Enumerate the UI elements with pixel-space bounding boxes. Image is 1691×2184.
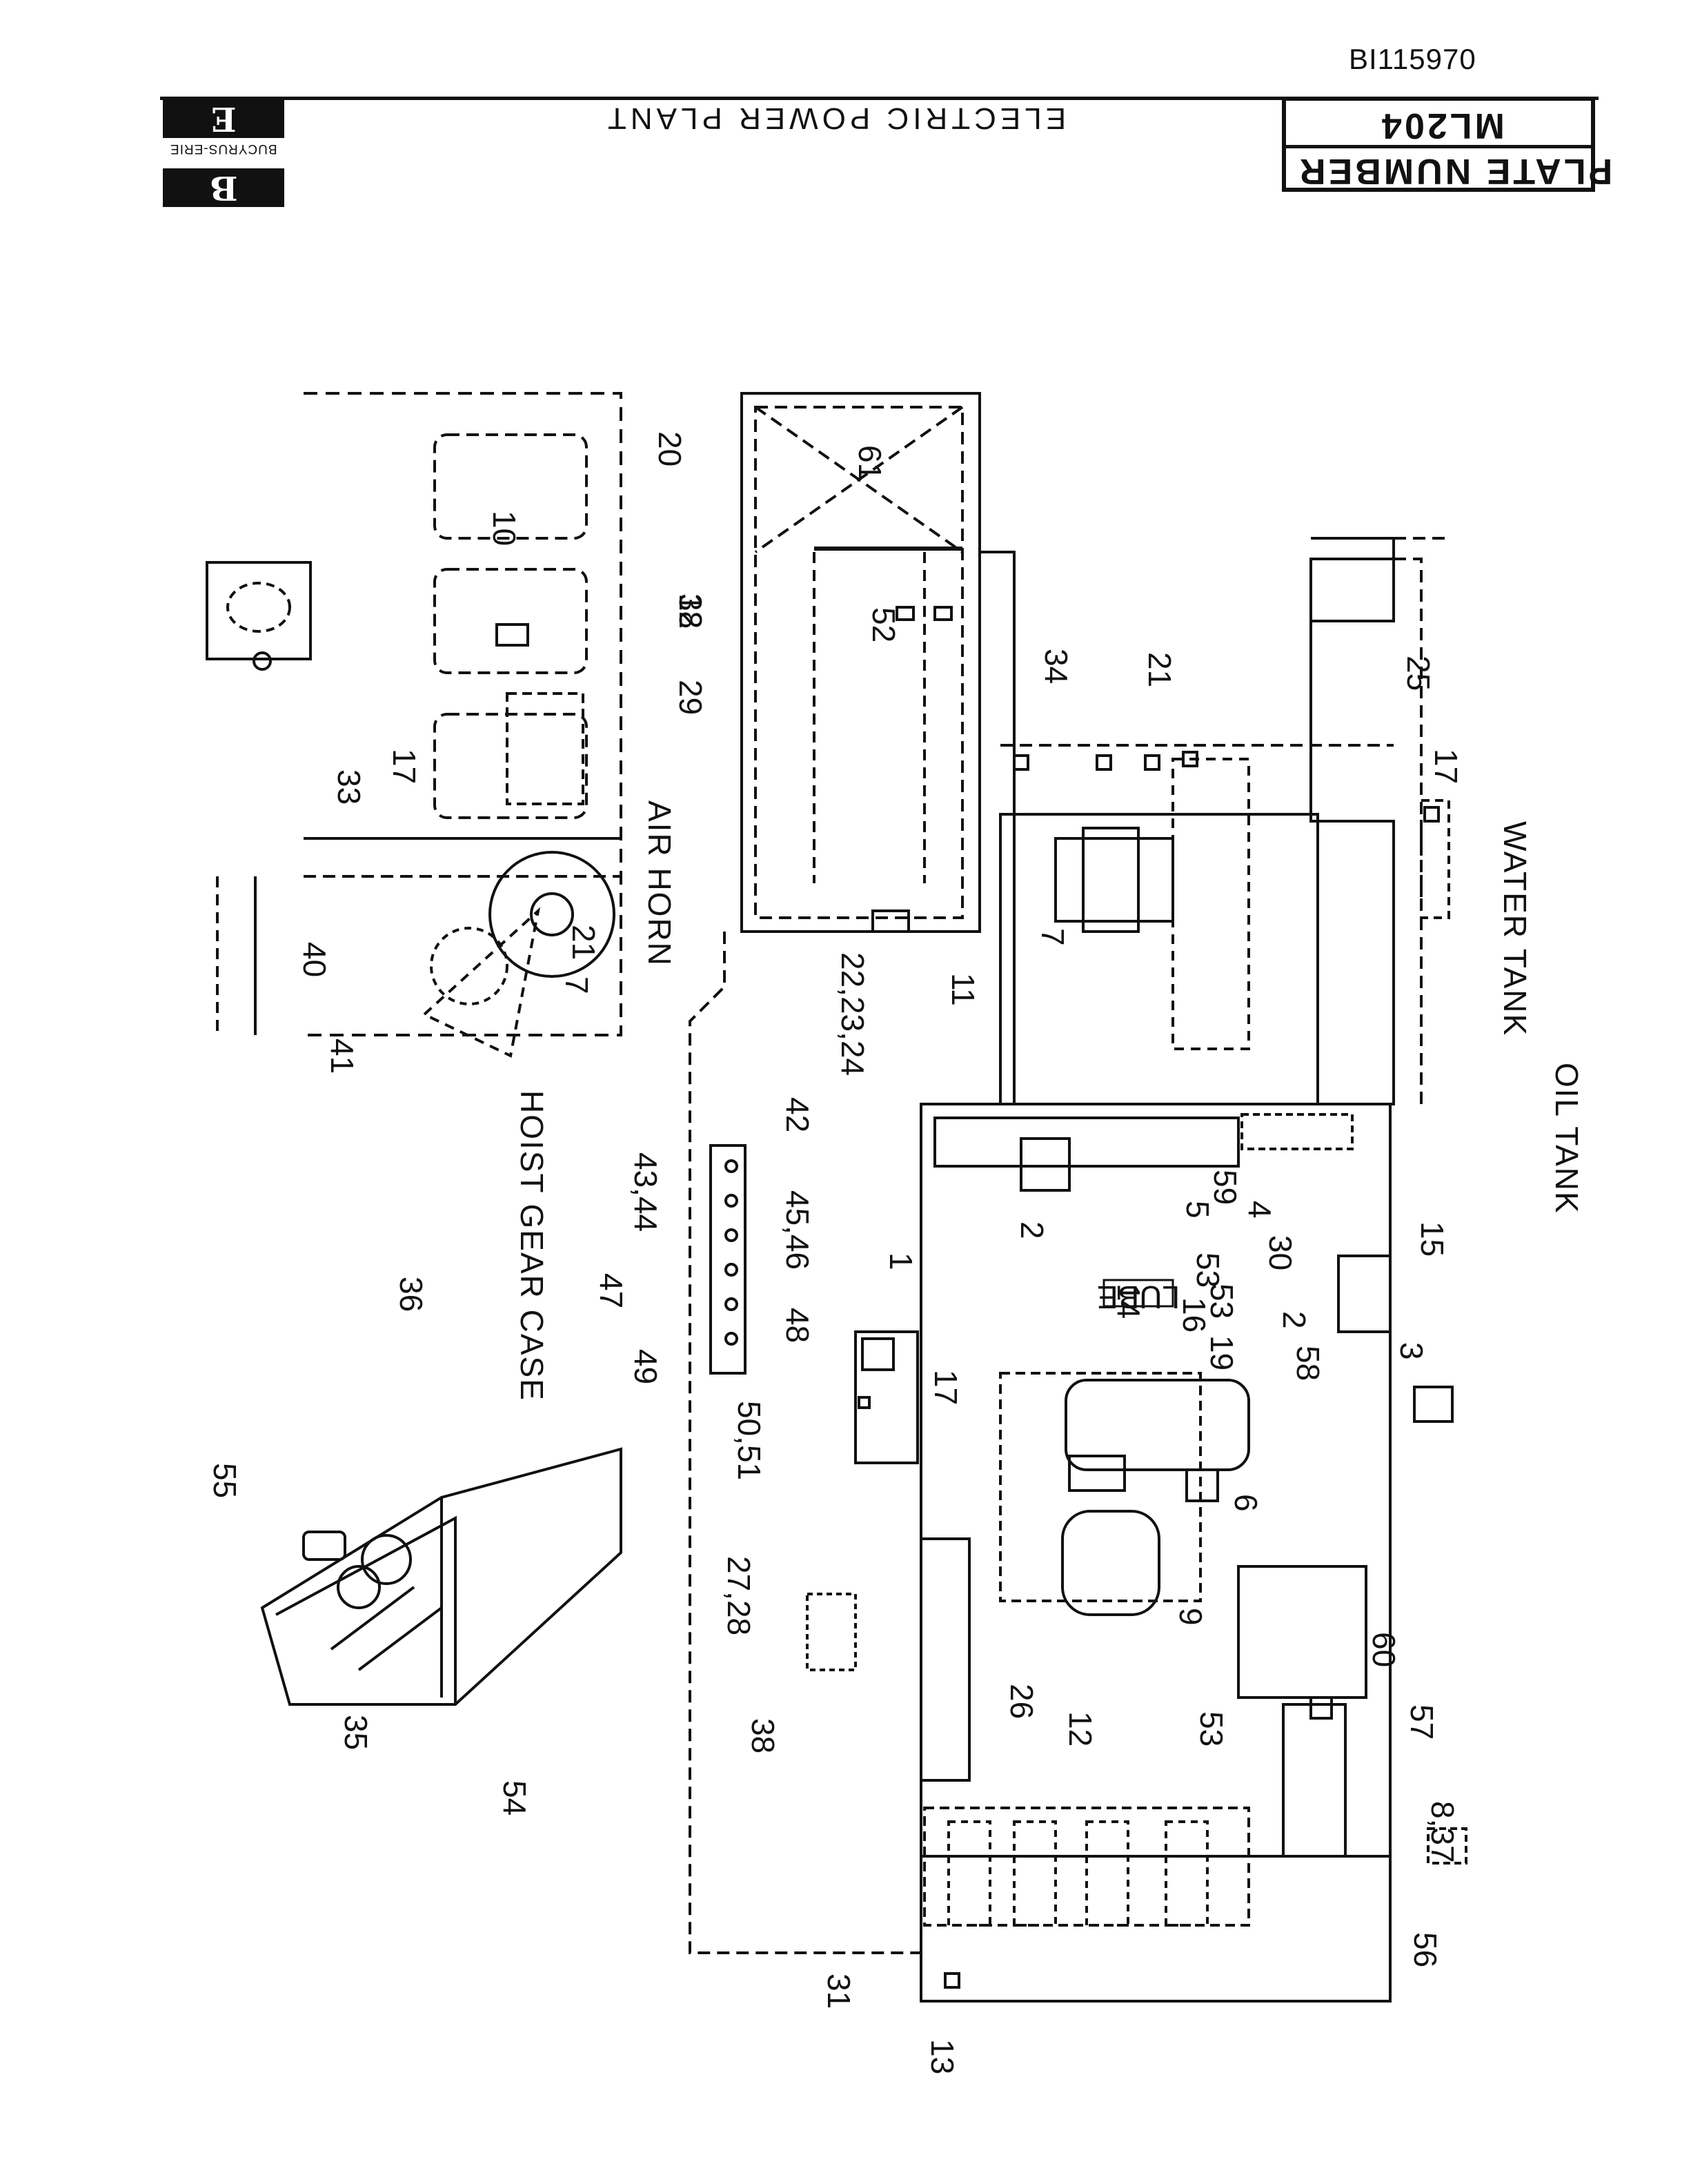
callout-number: 52 [866, 607, 902, 642]
label-oil-tank: OIL TANK [1549, 1063, 1585, 1214]
callout-number: 42 [780, 1097, 815, 1132]
callout-number: 56 [1407, 1932, 1443, 1967]
callout-number: 40 [297, 942, 333, 977]
callout-number: 21 [566, 925, 602, 960]
callout-number: 47 [593, 1273, 629, 1308]
callout-number: 29 [673, 680, 709, 715]
callout-number: 53 [1204, 1283, 1240, 1319]
callout-number: 17 [1428, 749, 1464, 784]
callout-number: 3 [1394, 1342, 1430, 1360]
callout-number: 49 [628, 1349, 664, 1384]
label-hoist-gear-case: HOIST GEAR CASE [514, 1090, 550, 1401]
callout-number: 10 [486, 511, 522, 546]
callout-number: 33 [331, 769, 367, 805]
logo-letter-bottom: B [163, 168, 284, 207]
plate-divider [1286, 145, 1591, 148]
callout-number: 32 [673, 593, 709, 629]
callout-number: 20 [652, 431, 688, 466]
callout-number: 60 [1366, 1632, 1402, 1667]
callout-number: 43,44 [628, 1152, 664, 1232]
callout-number: 54 [497, 1780, 533, 1816]
label-water-tank: WATER TANK [1497, 821, 1533, 1036]
lube-tag: LUBE [1097, 1279, 1180, 1315]
callout-number: 2 [1014, 1221, 1050, 1239]
callout-number: 1 [883, 1252, 919, 1270]
callout-number: 7 [1035, 928, 1071, 946]
callout-number: 31 [821, 1974, 857, 2009]
logo-letter-top: E [163, 99, 284, 138]
callout-number: 9 [1173, 1608, 1209, 1626]
main-platform [689, 932, 1467, 2003]
callout-layer: 1223456778,37910111213141516171717181920… [207, 431, 1464, 2074]
callout-number: 59 [1207, 1170, 1243, 1205]
callout-number: 21 [1142, 652, 1178, 687]
callout-number: 18 [673, 593, 709, 629]
callout-number: 55 [207, 1463, 243, 1498]
label-air-horn: AIR HORN [642, 800, 678, 967]
callout-number: 7 [559, 976, 595, 994]
callout-number: 2 [1276, 1311, 1312, 1329]
callout-number: 25 [1401, 656, 1436, 691]
bucyrus-erie-logo: E BUCYRUS-ERIE B [160, 97, 284, 211]
callout-number: 17 [928, 1370, 964, 1405]
document-id: BI115970 [1349, 43, 1476, 75]
callout-number: 11 [945, 973, 981, 1006]
callout-number: 6 [1228, 1494, 1264, 1512]
callout-number: 16 [1176, 1297, 1212, 1332]
callout-number: 13 [924, 2039, 960, 2074]
callout-number: 27,28 [721, 1556, 757, 1635]
callout-number: 15 [1414, 1221, 1450, 1257]
callout-number: 38 [745, 1718, 781, 1753]
upper-right-machinery [980, 537, 1450, 1105]
header-rule [160, 97, 1599, 100]
callout-number: 58 [1290, 1346, 1326, 1381]
hoist-gear-case-frame [206, 392, 622, 1058]
callout-number: 30 [1263, 1235, 1298, 1270]
callout-number: 48 [780, 1308, 815, 1343]
callout-number: 36 [393, 1277, 429, 1312]
callout-number: 53 [1190, 1252, 1226, 1288]
control-cabinet [740, 392, 981, 933]
callout-number: 19 [1204, 1335, 1240, 1370]
plate-number-box: ML204 PLATE NUMBER [1282, 97, 1612, 192]
callout-number: 45,46 [780, 1190, 815, 1270]
callout-number: 34 [1038, 649, 1074, 684]
callout-number: 50,51 [731, 1401, 767, 1480]
callout-number: 4 [1242, 1201, 1278, 1219]
callout-number: 26 [1004, 1684, 1040, 1719]
callout-number: 35 [338, 1715, 374, 1750]
callout-number: 61 [852, 445, 888, 480]
callout-number: 53 [1194, 1711, 1229, 1747]
isometric-hoist-assembly [260, 1447, 622, 1706]
callout-number: 22,23,24 [835, 952, 871, 1076]
callout-number: 8,37 [1425, 1801, 1461, 1863]
callout-number: 5 [1180, 1201, 1216, 1219]
callout-number: 41 [324, 1039, 360, 1074]
callout-number: 57 [1404, 1704, 1440, 1740]
callout-number: 12 [1062, 1711, 1098, 1747]
callout-number: 14 [1111, 1283, 1147, 1319]
callout-number: 17 [386, 749, 422, 784]
